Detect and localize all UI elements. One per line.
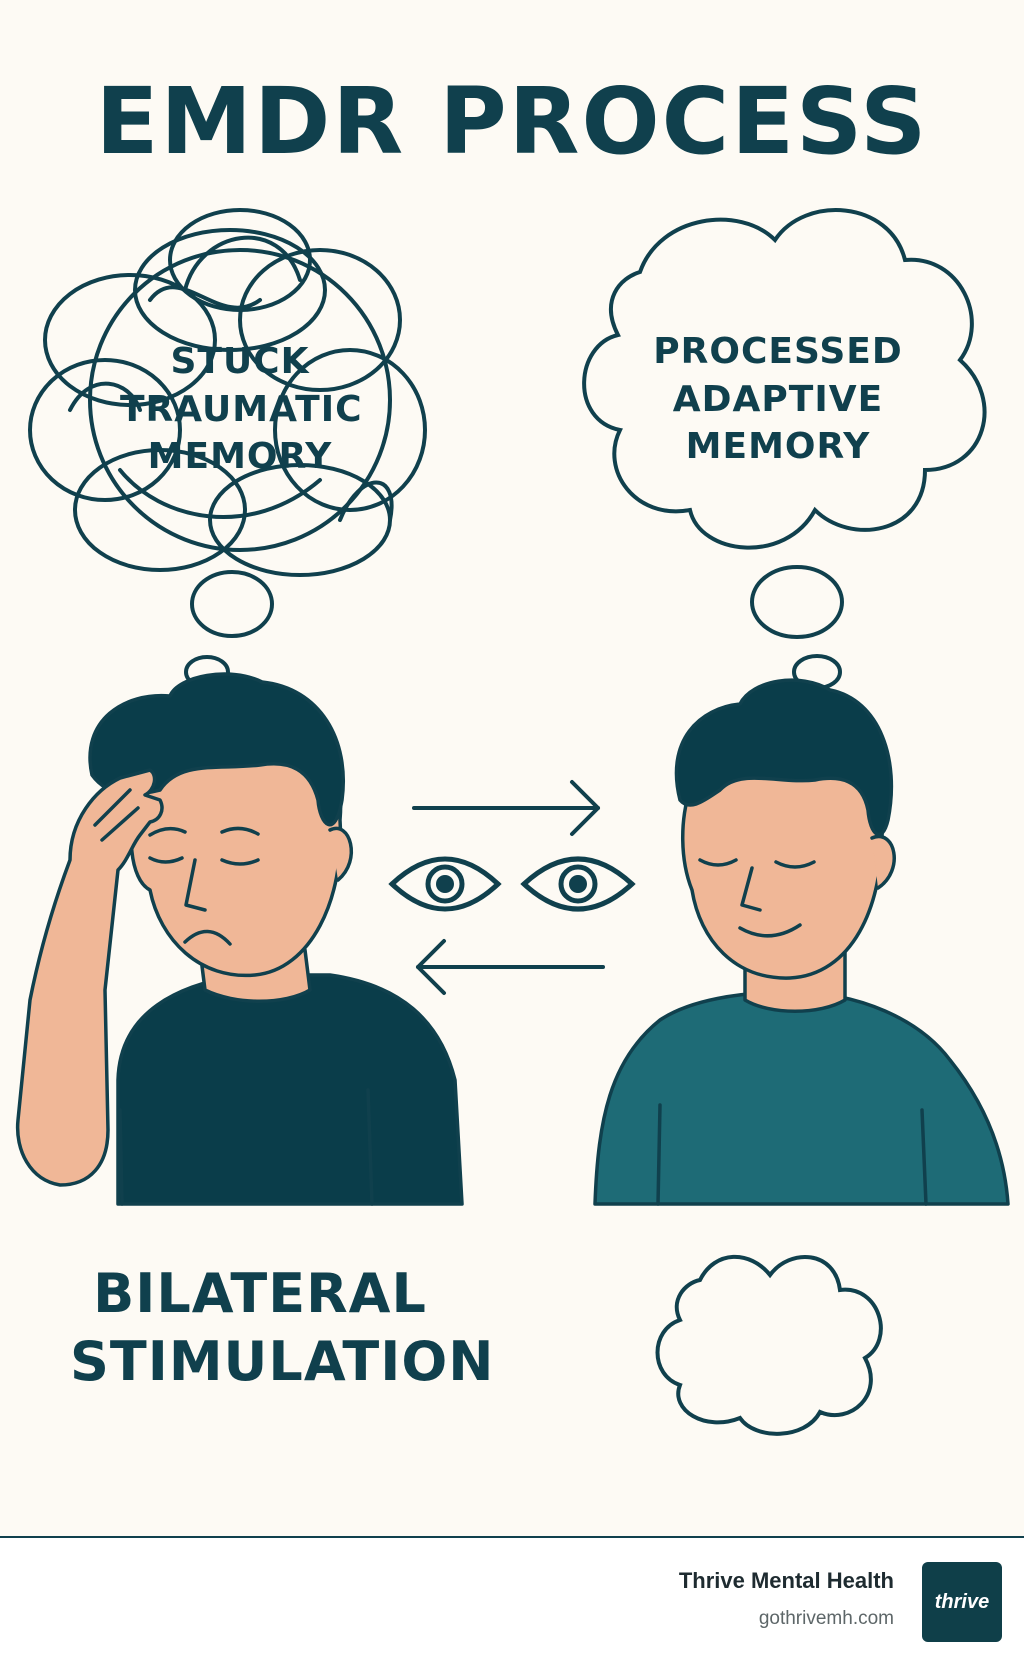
page-title: EMDR PROCESS	[95, 68, 929, 175]
footer-divider	[0, 1536, 1024, 1538]
brand-name: Thrive Mental Health	[678, 1568, 894, 1593]
processed-memory-label: PROCESSED ADAPTIVE MEMORY	[628, 328, 928, 471]
processed-memory-line1: PROCESSED	[653, 331, 903, 372]
bilateral-arrows	[412, 780, 605, 995]
brand-logo-text: thrive	[934, 1590, 990, 1613]
processed-memory-line3: MEMORY	[685, 426, 871, 468]
processed-memory-line2: ADAPTIVE	[672, 378, 884, 420]
bilateral-stimulation-label: BILATERAL STIMULATION	[70, 1260, 495, 1395]
stuck-memory-label: STUCK TRAUMATIC MEMORY	[120, 338, 363, 481]
brand-url[interactable]: gothrivemh.com	[758, 1608, 894, 1629]
stuck-memory-line3: MEMORY	[147, 436, 333, 478]
brand-logo: thrive	[922, 1562, 1002, 1642]
stuck-memory-line1: STUCK	[170, 341, 310, 382]
bilateral-line2: STIMULATION	[70, 1329, 495, 1393]
bilateral-line1: BILATERAL	[93, 1262, 427, 1325]
tangled-thought-cloud	[28, 208, 427, 577]
distressed-person	[15, 672, 464, 1206]
thought-bubble-small	[750, 565, 844, 639]
stuck-memory-line2: TRAUMATIC	[120, 388, 363, 430]
thought-bubble-small	[190, 570, 274, 638]
calm-person	[593, 678, 1010, 1206]
footer	[0, 1538, 1024, 1666]
processed-thought-cloud	[582, 208, 987, 550]
empty-cloud	[655, 1254, 883, 1436]
eyes-icon	[388, 856, 636, 912]
illustration	[15, 208, 1010, 1436]
